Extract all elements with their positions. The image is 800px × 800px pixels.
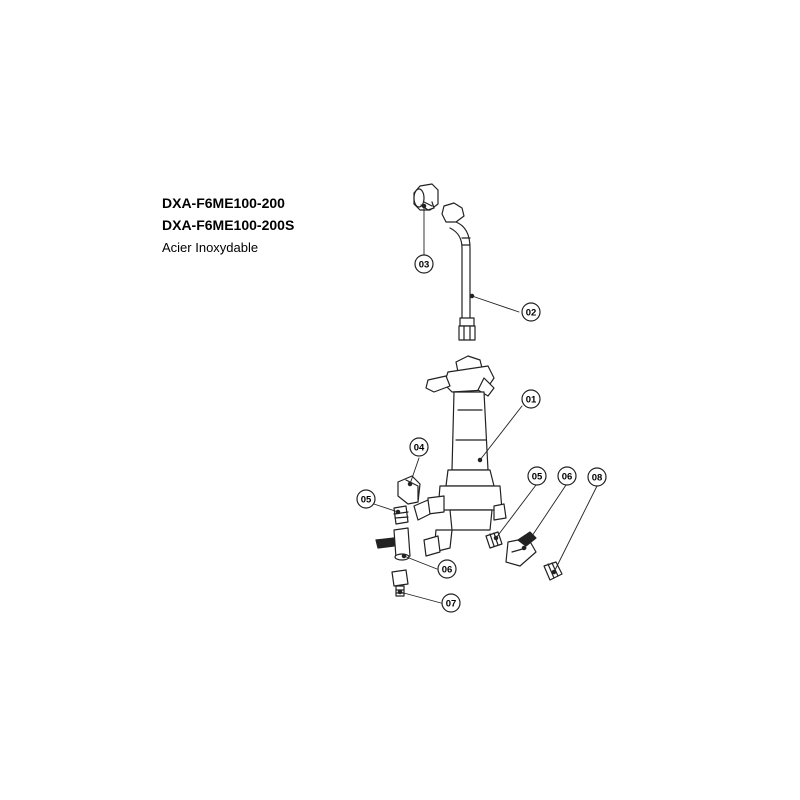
callout-02: 02 (521, 302, 541, 322)
svg-text:06: 06 (442, 565, 453, 576)
leader-lines (373, 203, 598, 604)
part-06-valve-right (505, 531, 537, 567)
material-label: Acier Inoxydable (162, 240, 259, 255)
part-01-main-body (413, 355, 507, 557)
svg-text:08: 08 (592, 473, 603, 484)
callout-03: 03 (414, 254, 434, 274)
svg-text:07: 07 (446, 599, 457, 610)
title-block: DXA-F6ME100-200 DXA-F6ME100-200S Acier I… (162, 192, 294, 258)
svg-text:05: 05 (361, 495, 372, 506)
part-02-tube (441, 202, 476, 341)
svg-text:05: 05 (532, 472, 543, 483)
part-06-valve-left (375, 527, 411, 561)
part-05-nipple-left (393, 505, 409, 525)
part-03-fitting (413, 183, 439, 211)
svg-text:01: 01 (526, 395, 537, 406)
svg-text:04: 04 (414, 443, 425, 454)
callout-08: 08 (587, 467, 607, 487)
callout-06-left: 06 (437, 559, 457, 579)
model-number-2: DXA-F6ME100-200S (162, 217, 295, 233)
callout-07: 07 (441, 593, 461, 613)
callout-01: 01 (521, 389, 541, 409)
part-04-elbow (397, 475, 421, 505)
callout-05-left: 05 (356, 489, 376, 509)
part-05-nipple-right (485, 531, 503, 549)
svg-text:06: 06 (562, 472, 573, 483)
callout-06-right: 06 (557, 466, 577, 486)
model-number-1: DXA-F6ME100-200 (162, 195, 285, 211)
svg-text:03: 03 (419, 260, 430, 271)
svg-text:02: 02 (526, 308, 537, 319)
callout-05-right: 05 (527, 466, 547, 486)
callout-04: 04 (409, 437, 429, 457)
